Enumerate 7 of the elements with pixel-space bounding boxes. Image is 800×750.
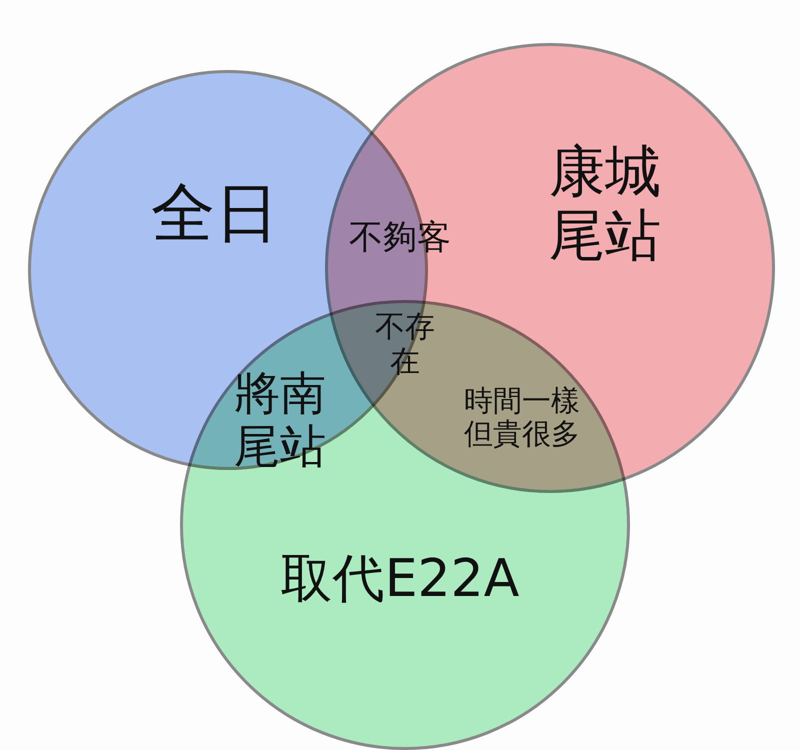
overlap-label: 時間一樣但貴很多 <box>463 384 581 452</box>
set-label: 取代E22A <box>280 550 520 610</box>
set-label: 康城尾站 <box>548 140 662 270</box>
set-label: 全日 <box>150 178 280 252</box>
overlap-label: 不存在 <box>374 310 436 380</box>
overlap-label: 將南尾站 <box>233 367 327 473</box>
overlap-label: 不夠客 <box>348 218 452 258</box>
